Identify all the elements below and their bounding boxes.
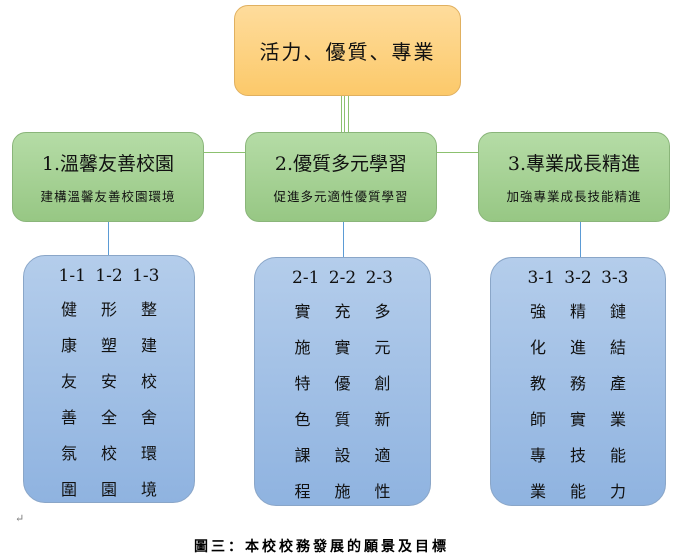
goal-title: 2.優質多元學習 (274, 153, 408, 175)
connector (108, 222, 109, 256)
strategy-grid: 強精鏈化進結教務產師實業專技能業能力 (518, 298, 638, 502)
strategy-char: 能 (569, 482, 586, 501)
strategy-char: 圍 (60, 480, 77, 499)
strategy-char: 進 (569, 338, 586, 357)
strategy-char: 適 (374, 446, 391, 465)
strategy-char: 舍 (140, 408, 157, 427)
strategy-char: 技 (569, 446, 586, 465)
strategy-char: 實 (294, 302, 311, 321)
strategy-char: 校 (140, 372, 157, 391)
strategy-char: 多 (374, 302, 391, 321)
strategy-codes: 3-1 3-2 3-3 (527, 268, 629, 288)
strategy-char: 安 (100, 372, 117, 391)
goal-box-2: 2.優質多元學習 促進多元適性優質學習 (245, 132, 437, 222)
vision-label: 活力、優質、專業 (259, 40, 436, 64)
connector (348, 96, 349, 153)
goal-box-1: 1.溫馨友善校園 建構溫馨友善校園環境 (12, 132, 204, 222)
strategy-char: 施 (294, 338, 311, 357)
strategy-char: 強 (529, 302, 546, 321)
strategy-char: 師 (529, 410, 546, 429)
strategy-char: 設 (334, 446, 351, 465)
strategy-char: 務 (569, 374, 586, 393)
strategy-char: 元 (374, 338, 391, 357)
strategy-char: 能 (609, 446, 626, 465)
strategy-char: 色 (294, 410, 311, 429)
strategy-box-3: 3-1 3-2 3-3 強精鏈化進結教務產師實業專技能業能力 (490, 257, 666, 506)
strategy-char: 性 (374, 482, 391, 501)
strategy-char: 程 (294, 482, 311, 501)
strategy-char: 建 (140, 336, 157, 355)
strategy-char: 鏈 (609, 302, 626, 321)
connector (580, 222, 581, 258)
strategy-char: 創 (374, 374, 391, 393)
strategy-char: 形 (100, 300, 117, 319)
strategy-char: 業 (529, 482, 546, 501)
goal-title: 1.溫馨友善校園 (41, 153, 175, 175)
strategy-char: 精 (569, 302, 586, 321)
strategy-char: 環 (140, 444, 157, 463)
strategy-char: 全 (100, 408, 117, 427)
strategy-char: 友 (60, 372, 77, 391)
strategy-grid: 實充多施實元特優創色質新課設適程施性 (283, 298, 403, 502)
strategy-grid: 健形整康塑建友安校善全舍氛校環圍園境 (49, 296, 169, 500)
strategy-char: 施 (334, 482, 351, 501)
strategy-char: 園 (100, 480, 117, 499)
strategy-char: 氛 (60, 444, 77, 463)
strategy-char: 新 (374, 410, 391, 429)
strategy-char: 優 (334, 374, 351, 393)
strategy-char: 校 (100, 444, 117, 463)
connector (343, 222, 344, 258)
strategy-char: 充 (334, 302, 351, 321)
strategy-char: 境 (140, 480, 157, 499)
connector (344, 96, 345, 136)
strategy-box-2: 2-1 2-2 2-3 實充多施實元特優創色質新課設適程施性 (254, 257, 431, 506)
connector (348, 152, 581, 153)
connector (108, 152, 342, 153)
strategy-char: 特 (294, 374, 311, 393)
connector (341, 96, 342, 153)
strategy-char: 實 (569, 410, 586, 429)
strategy-char: 業 (609, 410, 626, 429)
strategy-char: 塑 (100, 336, 117, 355)
goal-subtitle: 加強專業成長技能精進 (506, 189, 642, 204)
paragraph-mark: ↵ (15, 512, 25, 525)
strategy-char: 質 (334, 410, 351, 429)
figure-caption: 圖三：本校校務發展的願景及目標 (194, 539, 449, 555)
strategy-codes: 2-1 2-2 2-3 (292, 268, 393, 288)
strategy-char: 專 (529, 446, 546, 465)
strategy-char: 教 (529, 374, 546, 393)
goal-subtitle: 促進多元適性優質學習 (273, 189, 409, 204)
strategy-char: 康 (60, 336, 77, 355)
strategy-char: 整 (140, 300, 157, 319)
vision-box: 活力、優質、專業 (234, 5, 461, 96)
goal-title: 3.專業成長精進 (507, 153, 641, 175)
goal-subtitle: 建構溫馨友善校園環境 (40, 189, 176, 204)
strategy-char: 產 (609, 374, 626, 393)
strategy-codes: 1-1 1-2 1-3 (58, 266, 160, 286)
strategy-char: 善 (60, 408, 77, 427)
goal-box-3: 3.專業成長精進 加強專業成長技能精進 (478, 132, 670, 222)
strategy-char: 健 (60, 300, 77, 319)
strategy-char: 化 (529, 338, 546, 357)
strategy-char: 力 (609, 482, 626, 501)
strategy-char: 實 (334, 338, 351, 357)
strategy-char: 課 (294, 446, 311, 465)
strategy-char: 結 (609, 338, 626, 357)
strategy-box-1: 1-1 1-2 1-3 健形整康塑建友安校善全舍氛校環圍園境 (23, 255, 195, 503)
